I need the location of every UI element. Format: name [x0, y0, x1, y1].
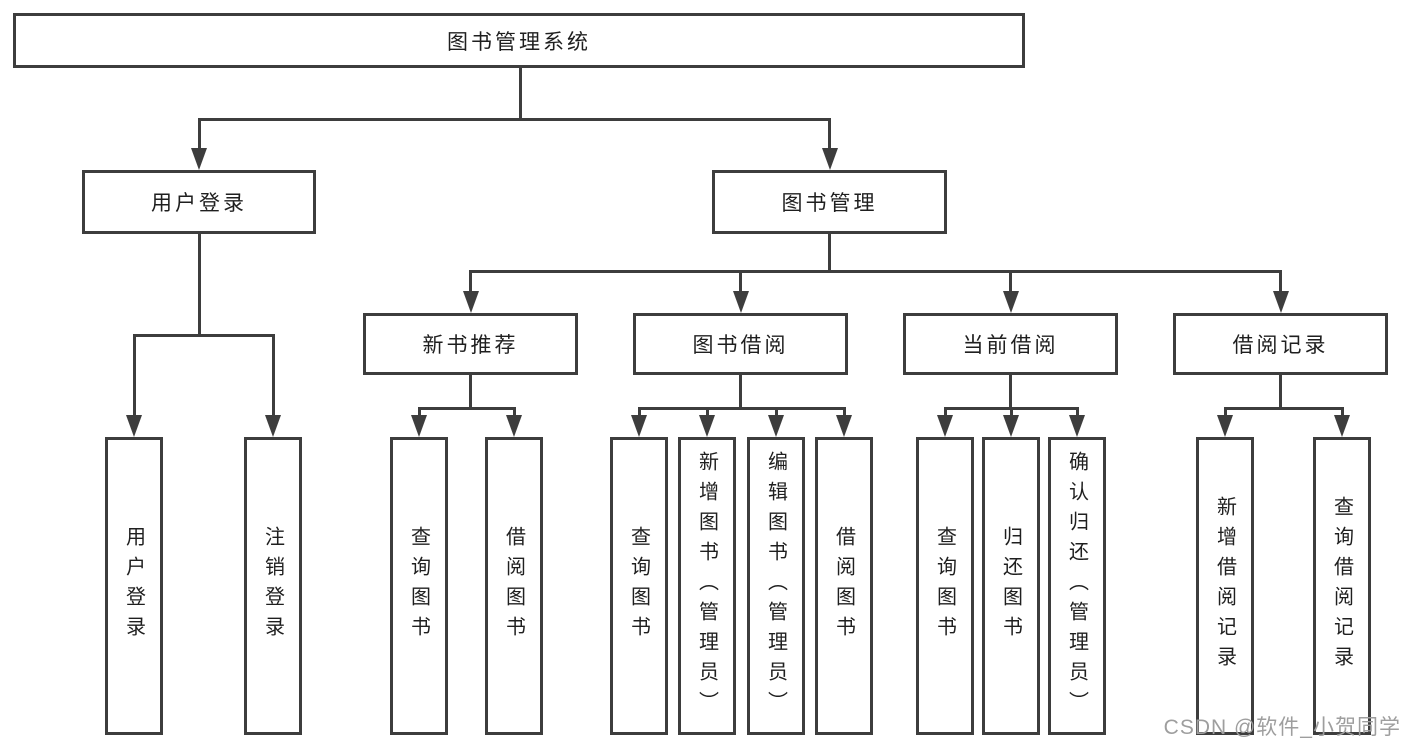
node-borrow-records: 借阅记录 — [1173, 313, 1388, 375]
arrowhead-records-2 — [1334, 415, 1350, 437]
arrowhead-book-1 — [462, 291, 479, 313]
arrowhead-current-1 — [937, 415, 953, 437]
node-leaf-logout: 注销登录 — [244, 437, 302, 735]
arrowhead-book-2 — [732, 291, 749, 313]
arrowhead-user-2 — [265, 415, 281, 437]
node-new-book-recommend: 新书推荐 — [363, 313, 578, 375]
connector-book-drop-4 — [1279, 269, 1282, 291]
arrowhead-root-1 — [191, 148, 207, 170]
node-leaf-records-add-record: 新增借阅记录 — [1196, 437, 1254, 735]
node-leaf-borrow-query-books: 查询图书 — [610, 437, 668, 735]
connector-recommend-stem — [469, 375, 472, 408]
connector-user-bus — [132, 333, 275, 337]
connector-recommend-drop-2 — [512, 406, 516, 415]
connector-book-drop-1 — [469, 269, 472, 291]
node-leaf-current-query-books: 查询图书 — [916, 437, 974, 735]
connector-records-drop-1 — [1223, 406, 1227, 415]
node-user-login-branch: 用户登录 — [82, 170, 316, 234]
node-root-system: 图书管理系统 — [13, 13, 1025, 68]
connector-root-stem — [518, 68, 522, 119]
connector-recommend-bus — [417, 406, 516, 410]
connector-records-stem — [1279, 375, 1282, 408]
arrowhead-borrow-3 — [768, 415, 784, 437]
node-book-borrow: 图书借阅 — [633, 313, 848, 375]
node-leaf-user-login: 用户登录 — [105, 437, 163, 735]
arrowhead-book-3 — [1002, 291, 1019, 313]
connector-book-bus — [469, 269, 1282, 273]
node-leaf-recommend-query-books: 查询图书 — [390, 437, 448, 735]
node-leaf-current-return-books: 归还图书 — [982, 437, 1040, 735]
connector-borrow-drop-2 — [705, 406, 709, 415]
arrowhead-recommend-2 — [506, 415, 522, 437]
node-leaf-borrow-borrow-books: 借阅图书 — [815, 437, 873, 735]
connector-borrow-bus — [637, 406, 846, 410]
watermark: CSDN @软件_小贺同学 — [1163, 716, 1401, 739]
arrowhead-current-3 — [1069, 415, 1085, 437]
connector-recommend-drop-1 — [417, 406, 421, 415]
connector-records-bus — [1223, 406, 1344, 410]
connector-current-drop-1 — [943, 406, 947, 415]
connector-current-stem — [1009, 375, 1012, 408]
node-leaf-recommend-borrow-books: 借阅图书 — [485, 437, 543, 735]
arrowhead-borrow-1 — [631, 415, 647, 437]
connector-root-drop-1 — [197, 117, 201, 148]
arrowhead-borrow-2 — [699, 415, 715, 437]
connector-current-drop-3 — [1075, 406, 1079, 415]
arrowhead-root-2 — [821, 148, 838, 170]
connector-borrow-drop-4 — [842, 406, 846, 415]
node-leaf-records-query-record: 查询借阅记录 — [1313, 437, 1371, 735]
connector-records-drop-2 — [1340, 406, 1344, 415]
connector-user-stem — [197, 234, 201, 335]
connector-user-drop-1 — [132, 333, 136, 415]
connector-borrow-drop-3 — [774, 406, 778, 415]
arrowhead-current-2 — [1003, 415, 1019, 437]
arrowhead-borrow-4 — [836, 415, 852, 437]
connector-book-drop-3 — [1009, 269, 1012, 291]
connector-borrow-stem — [739, 375, 742, 408]
node-leaf-current-confirm-return-admin: 确认归还（管理员） — [1048, 437, 1106, 735]
node-current-borrow: 当前借阅 — [903, 313, 1118, 375]
connector-root-drop-2 — [828, 117, 831, 148]
node-leaf-borrow-edit-books-admin: 编辑图书（管理员） — [747, 437, 805, 735]
node-leaf-borrow-add-books-admin: 新增图书（管理员） — [678, 437, 736, 735]
connector-borrow-drop-1 — [637, 406, 641, 415]
connector-current-drop-2 — [1009, 406, 1013, 415]
arrowhead-recommend-1 — [411, 415, 427, 437]
arrowhead-records-1 — [1217, 415, 1233, 437]
node-book-management-branch: 图书管理 — [712, 170, 947, 234]
connector-book-stem — [828, 234, 831, 271]
connector-root-bus — [197, 117, 831, 121]
connector-book-drop-2 — [739, 269, 742, 291]
connector-user-drop-2 — [271, 333, 275, 415]
arrowhead-book-4 — [1272, 291, 1289, 313]
arrowhead-user-1 — [126, 415, 142, 437]
